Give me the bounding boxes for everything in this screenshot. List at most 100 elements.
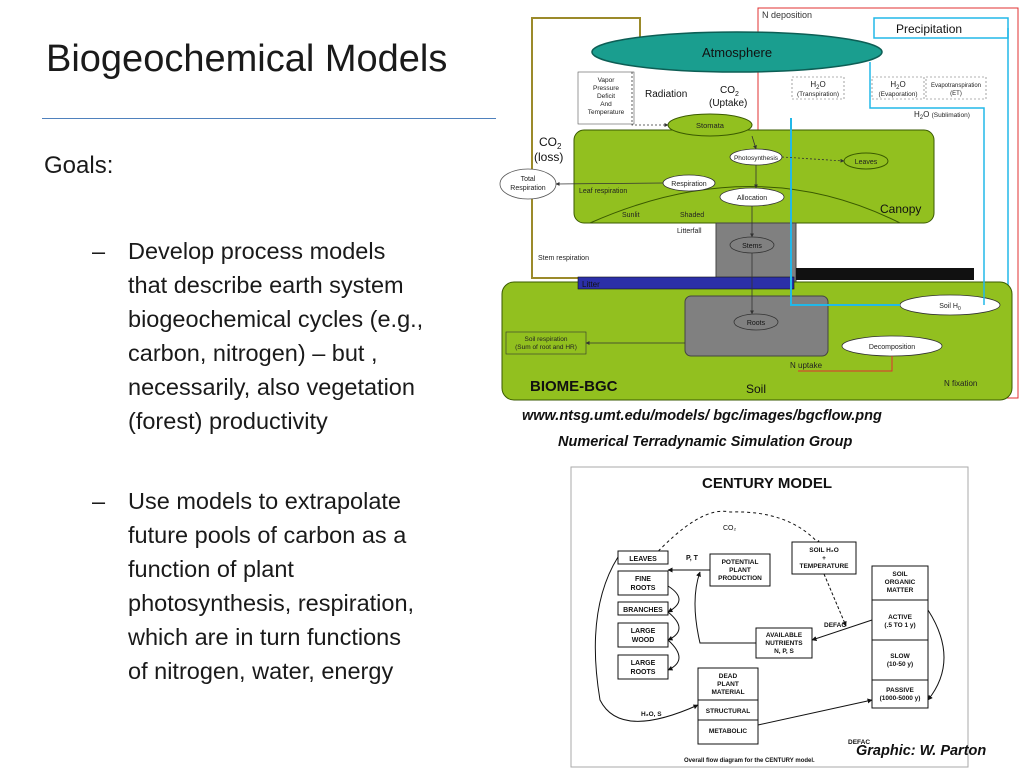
defac-label: DEFAC [824,622,846,629]
water-flow-line [869,62,985,305]
co2-loop [649,510,821,561]
h2o-transpiration: H2O [810,80,825,91]
flow-arrow [594,556,699,722]
total-respiration-node [499,168,557,200]
photosynthesis-label: Photosynthesis [734,155,779,162]
co2-flow [631,72,669,127]
h2o-sublimation: H2O (Sublimation) [914,110,970,121]
respiration-total-flow [555,181,664,186]
flow-arrow [927,609,945,701]
flow-arrow [694,571,756,644]
bullet-item: – Use models to extrapolate future pools… [92,484,492,688]
bullet-item: – Develop process models that describe e… [92,234,492,438]
goals-label: Goals: [44,152,114,179]
slide-title: Biogeochemical Models [46,38,448,80]
large-wood-box [617,622,669,648]
stomata-label: Stomata [696,121,725,130]
century-leaves-label: LEAVES [629,556,657,563]
flow-arrow [667,585,680,613]
passive-pool-label: PASSIVE(1000-5000 y) [880,687,921,702]
n-uptake-label: N uptake [790,361,823,370]
transpiration-label: (Transpiration) [797,91,839,98]
large-roots-box [617,654,669,680]
bullet-text: Develop process models that describe ear… [128,238,424,434]
biome-bgc-diagram: N deposition Precipitation Atmosphere Va… [499,7,1019,401]
precip-line [1000,28,1009,289]
soil-respiration-label: Soil respiration(Sum of root and HR) [515,336,577,351]
bullet-dash: – [92,238,106,264]
leaf-respiration-label: Leaf respiration [579,188,627,195]
stem-respiration-label: Stem respiration [538,255,589,262]
active-pool-label: ACTIVE(.5 TO 1 y) [884,614,915,629]
flow-arrow [823,573,847,627]
stomata-photosynthesis-flow [751,135,757,150]
stems-label: Stems [742,243,762,250]
slow-pool-box [871,639,929,681]
transpiration-box [791,76,845,100]
decomposition-label: Decomposition [869,344,915,351]
defac-label-2: DEFAC [848,739,870,746]
vpd-box [577,71,635,125]
sunlit-label: Sunlit [622,212,640,219]
litter-label: Litter [582,280,600,289]
active-pool-box [871,599,929,641]
h2o-s-label: H₂O, S [641,711,662,718]
potential-production-box [709,553,771,587]
h2o-evaporation: H2O [890,80,905,91]
graphic-credit: Graphic: W. Parton [856,743,987,759]
evaporation-label: (Evaporation) [878,91,917,98]
slow-pool-label: SLOW(10-50 y) [887,653,913,668]
source-group-caption: Numerical Terradynamic Simulation Group [558,434,853,450]
co2-loss-label: (loss) [534,150,563,164]
co2-loss: CO2 [539,135,562,151]
et-label: Evapotranspiration(ET) [931,83,981,97]
canopy-label: Canopy [880,202,921,216]
roots-label: Roots [747,320,766,327]
atmosphere-node [591,31,883,73]
bullet-text: Use models to extrapolate future pools o… [128,488,415,684]
soil-h2o-temp-label: SOIL H₂O+TEMPERATURE [800,547,850,570]
flow-arrow [667,611,680,641]
title-rule [42,118,496,119]
roots-node [733,313,779,331]
source-url-caption: www.ntsg.umt.edu/models/ bgc/images/bgcf… [522,408,882,424]
metabolic-label: METABOLIC [709,728,747,735]
respiration-label: Respiration [671,181,707,188]
branches-label: BRANCHES [623,607,663,614]
biome-bgc-title: BIOME-BGC [530,378,618,395]
n-deposition-label: N deposition [762,10,812,20]
co2-uptake-label: CO2 [720,85,739,98]
structural-label: STRUCTURAL [706,708,750,715]
passive-pool-box [871,679,929,709]
radiation-label: Radiation [645,89,687,100]
red-flow [798,356,893,372]
atmosphere-label: Atmosphere [702,45,772,60]
soil-label: Soil [746,382,766,396]
olive-line [531,17,641,279]
flow-arrow [757,698,873,726]
water-flow-line [790,118,900,306]
litter-bar [577,276,795,290]
precipitation-label: Precipitation [896,22,962,36]
black-bar [796,268,974,280]
century-caption: Overall flow diagram for the CENTURY mod… [684,758,815,764]
leaves-label: Leaves [855,159,878,166]
litterfall-label: Litterfall [677,228,702,235]
uptake-label: (Uptake) [709,98,747,109]
canopy-dome [589,186,901,224]
evaporation-box [871,76,925,100]
som-header-box [871,565,929,601]
allocation-label: Allocation [737,195,767,202]
soil-h2o-temp-box [791,541,857,575]
pt-label: P, T [686,555,699,562]
flow-arrow [667,639,680,671]
n-fixation-label: N fixation [944,379,977,388]
